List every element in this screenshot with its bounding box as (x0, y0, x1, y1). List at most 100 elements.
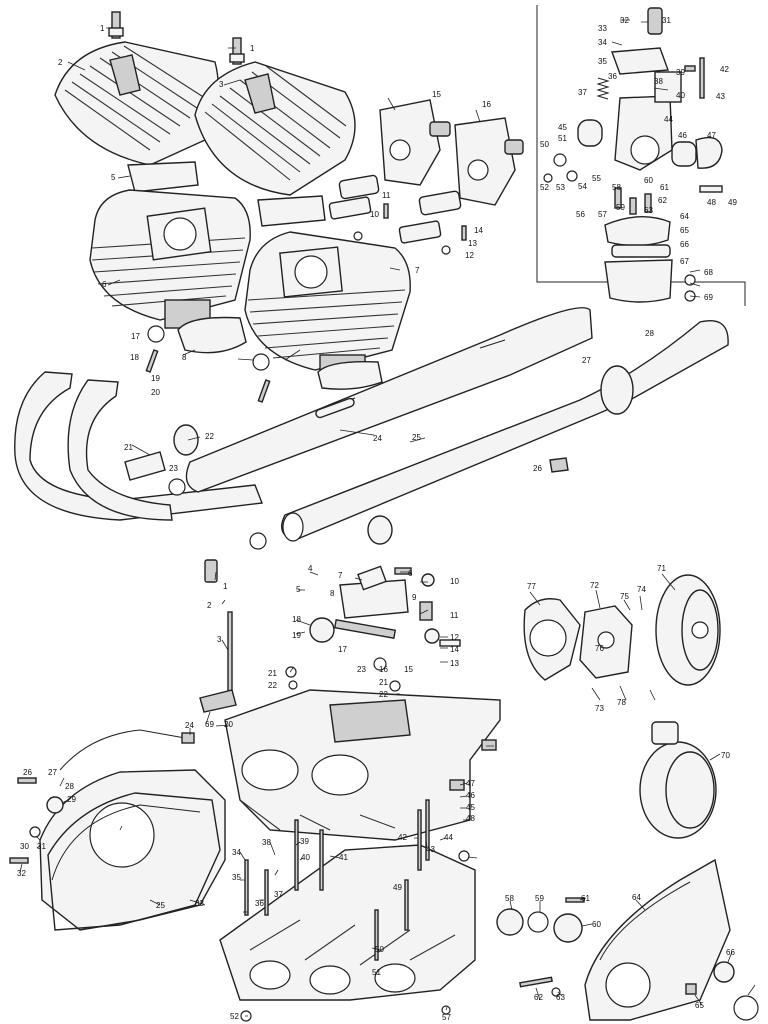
callout: 7 (338, 571, 343, 580)
callout: 51 (372, 968, 381, 977)
callout: 55 (592, 174, 601, 183)
callout: 43 (426, 845, 435, 854)
callout: 22 (205, 432, 214, 441)
callout: 4 (308, 564, 313, 573)
callout: 49 (393, 883, 402, 892)
callout: 48 (466, 814, 475, 823)
callout: 73 (595, 704, 604, 713)
callout: 6 (102, 280, 107, 289)
silencer-lower (281, 320, 729, 542)
o-ring-17b (252, 353, 270, 371)
callout: 23 (169, 464, 178, 473)
callout: 62 (534, 993, 543, 1002)
callout: 19 (292, 631, 301, 640)
callout: 21 (268, 669, 277, 678)
callout: 30 (20, 842, 29, 851)
callout: 66 (726, 948, 735, 957)
callout: 37 (274, 890, 283, 899)
callout: 19 (151, 374, 160, 383)
callout: 48 (707, 198, 716, 207)
callout: 24 (185, 721, 194, 730)
callout: 14 (450, 645, 459, 654)
callout: 63 (556, 993, 565, 1002)
callout: 46 (466, 791, 475, 800)
callout: 57 (598, 210, 607, 219)
callouts-middle: 1 2 3 4 5 6 7 8 9 10 11 12 13 14 15 16 1… (207, 564, 459, 690)
callouts-upper-left: 1 2 1 3 5 6 7 8 10 11 12 13 14 15 16 17 … (58, 24, 654, 473)
callout: 1 (100, 24, 105, 33)
callout: 24 (373, 434, 382, 443)
cylinder-head-right (194, 61, 356, 196)
stud-18b (257, 379, 271, 403)
crankcase-studs (240, 799, 470, 1022)
callout: 46 (678, 131, 687, 140)
callout: 47 (707, 131, 716, 140)
callout: 33 (598, 24, 607, 33)
callout: 17 (338, 645, 347, 654)
leader-lines (19, 19, 756, 1017)
callout: 15 (404, 665, 413, 674)
callout: 16 (379, 665, 388, 674)
callout: 9 (412, 593, 417, 602)
callout: 70 (721, 751, 730, 760)
callout: 39 (676, 68, 685, 77)
callout: 10 (450, 577, 459, 586)
callout: 26 (533, 464, 542, 473)
callout: 40 (301, 853, 310, 862)
generator-cover (639, 721, 717, 839)
intake-manifold-parts (328, 174, 467, 255)
sight-glass-29 (46, 796, 64, 814)
callout: 27 (582, 356, 591, 365)
callout: 32 (620, 16, 629, 25)
callout: 34 (598, 38, 607, 47)
callout: 78 (617, 698, 626, 707)
callout: 52 (540, 183, 549, 192)
cylinder-right (244, 231, 411, 378)
callout: 20 (151, 388, 160, 397)
callout: 36 (255, 899, 264, 908)
cylinder-left (89, 189, 251, 329)
callout: 60 (592, 920, 601, 929)
kickstart-parts (496, 897, 759, 1021)
callout: 36 (608, 72, 617, 81)
callout: 27 (48, 768, 57, 777)
clutch-side-cover (39, 769, 226, 931)
callout: 43 (716, 92, 725, 101)
callout: 3 (219, 80, 224, 89)
callout: 56 (576, 210, 585, 219)
oil-pump-assembly (204, 559, 461, 703)
plate-69 (199, 689, 237, 713)
callout: 59 (535, 894, 544, 903)
callout: 65 (680, 226, 689, 235)
callout: 18 (130, 353, 139, 362)
callout: 28 (65, 782, 74, 791)
callout: 44 (444, 833, 453, 842)
callouts-upper-right: 31 32 33 34 35 36 37 38 39 40 42 43 44 4… (540, 16, 737, 302)
callout: 5 (296, 585, 301, 594)
base-gasket-right (317, 361, 383, 390)
o-ring-17a (147, 325, 165, 343)
callout: 2 (207, 601, 212, 610)
callout: 42 (398, 833, 407, 842)
callout: 45 (466, 803, 475, 812)
exhaust-header-pipes (14, 371, 263, 521)
spark-plug-right (229, 37, 245, 65)
callout: 47 (466, 779, 475, 788)
callout: 61 (581, 894, 590, 903)
callout: 8 (330, 589, 335, 598)
screw-26 (17, 777, 37, 784)
callout: 25 (156, 901, 165, 910)
callout: 49 (728, 198, 737, 207)
crankcase-upper (224, 689, 501, 841)
screw-30 (29, 826, 41, 838)
callout: 21 (379, 678, 388, 687)
callout: 21 (124, 443, 133, 452)
callout: 69 (205, 720, 214, 729)
callout: 7 (415, 266, 420, 275)
callout: 65 (695, 1001, 704, 1010)
head-gasket-left (127, 161, 199, 193)
crankcase-lower (219, 844, 476, 1001)
callout: 14 (474, 226, 483, 235)
callout: 5 (111, 173, 116, 182)
callout: 13 (468, 239, 477, 248)
